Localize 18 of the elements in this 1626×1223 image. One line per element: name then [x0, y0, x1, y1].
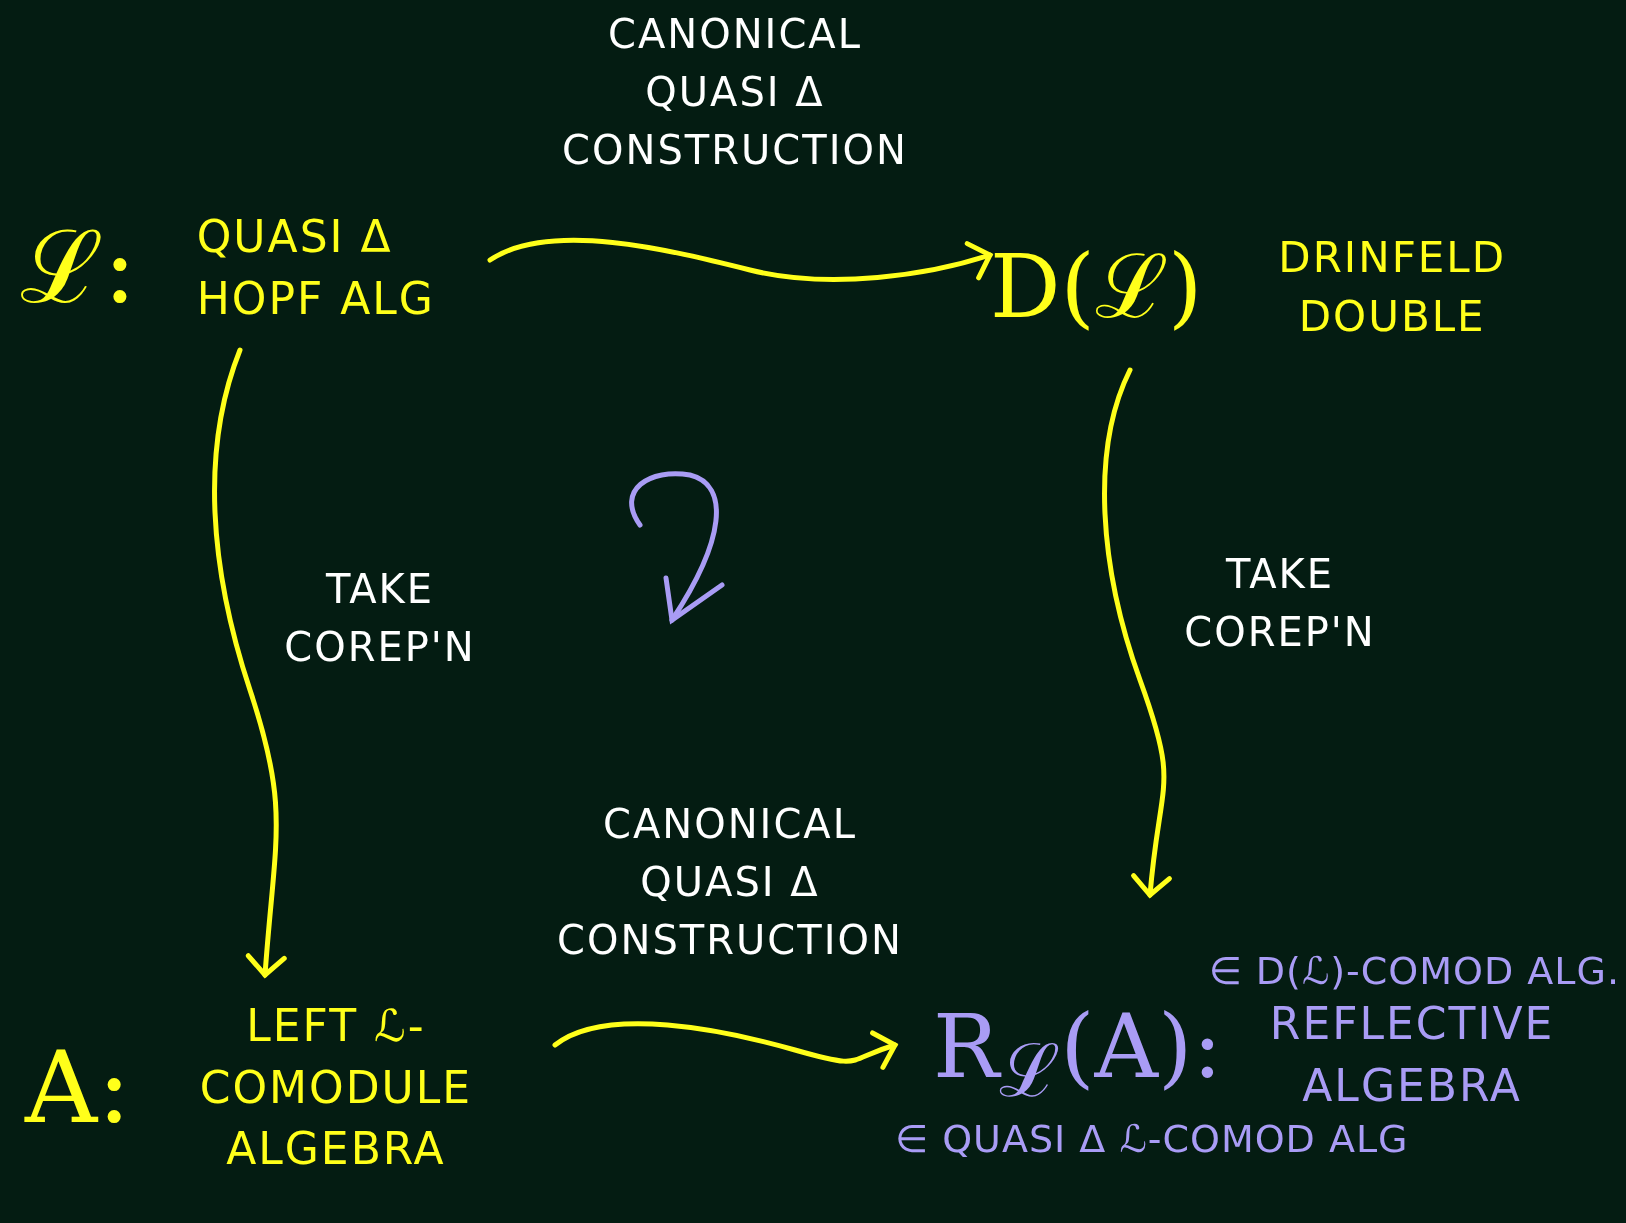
annotation: ∈ D(ℒ)-COMOD ALG. — [1208, 949, 1620, 994]
annotation: ∈ QUASI Δ ℒ-COMOD ALG — [895, 1116, 1409, 1161]
arrow — [552, 1021, 898, 1071]
node-label: QUASI Δ HOPF ALG — [196, 209, 436, 326]
node-label: LEFT ℒ-COMODULE ALGEBRA — [198, 999, 474, 1177]
math-symbol: A: — [25, 1032, 131, 1143]
arrow — [1102, 367, 1173, 898]
edge-label: CANONICAL QUASI Δ CONSTRUCTION — [561, 10, 909, 175]
math-symbol: D(ℒ) — [990, 239, 1203, 336]
node-label: REFLECTIVE ALGEBRA — [1268, 997, 1556, 1113]
arrow — [212, 347, 287, 978]
arrow — [487, 237, 993, 282]
edge-label: TAKE COREP'N — [283, 565, 477, 672]
edge-label: CANONICAL QUASI Δ CONSTRUCTION — [556, 800, 904, 965]
node-label: DRINFELD DOUBLE — [1277, 231, 1508, 343]
math-symbol: R$_{ℒ}$(A): — [932, 998, 1223, 1112]
math-symbol: ℒ: — [20, 212, 137, 323]
edge-label: TAKE COREP'N — [1183, 550, 1377, 657]
